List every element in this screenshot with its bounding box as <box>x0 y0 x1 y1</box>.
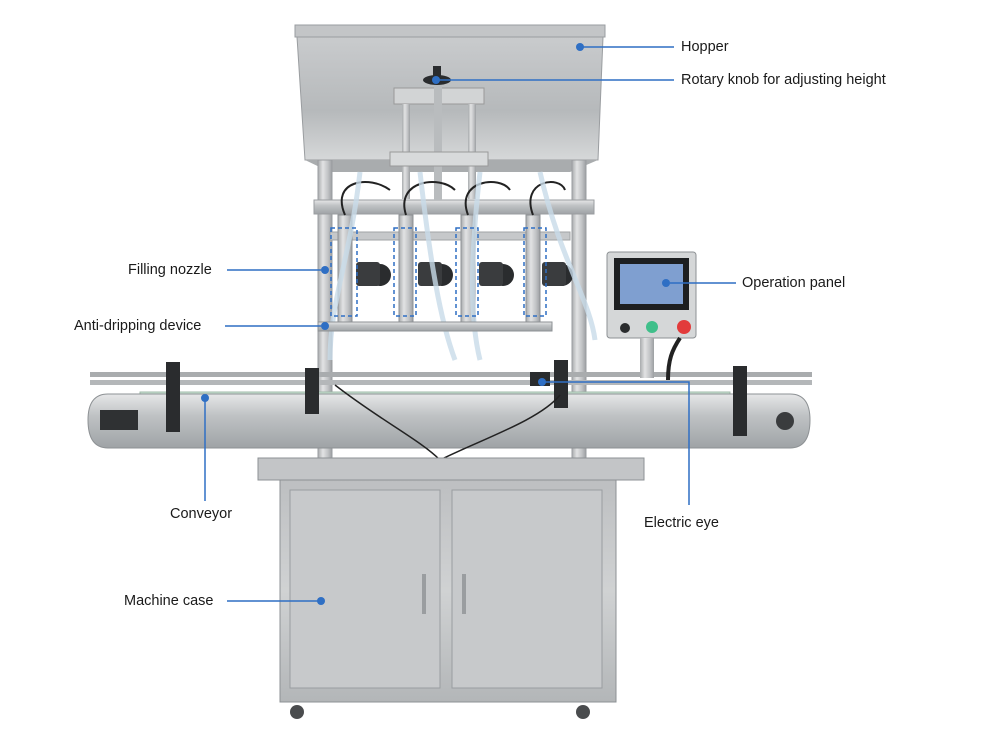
callout-lines <box>201 43 736 605</box>
label-hopper: Hopper <box>681 39 729 55</box>
label-machine-case: Machine case <box>124 593 214 609</box>
conveyor-assembly <box>87 360 812 449</box>
anti-dripping-device <box>317 321 553 332</box>
filling-nozzles <box>327 171 598 361</box>
label-filling-nozzle: Filling nozzle <box>128 262 212 278</box>
operation-panel <box>606 251 697 381</box>
label-conveyor: Conveyor <box>170 506 233 522</box>
nozzle-4 <box>525 214 573 326</box>
label-anti-dripping: Anti-dripping device <box>74 318 202 334</box>
label-electric-eye: Electric eye <box>644 515 719 531</box>
rotary-knob-assembly <box>389 66 489 200</box>
callout-electric-eye <box>542 381 690 505</box>
label-operation-panel: Operation panel <box>742 275 846 291</box>
machine-case <box>257 457 645 719</box>
label-rotary-knob: Rotary knob for adjusting height <box>681 72 886 88</box>
